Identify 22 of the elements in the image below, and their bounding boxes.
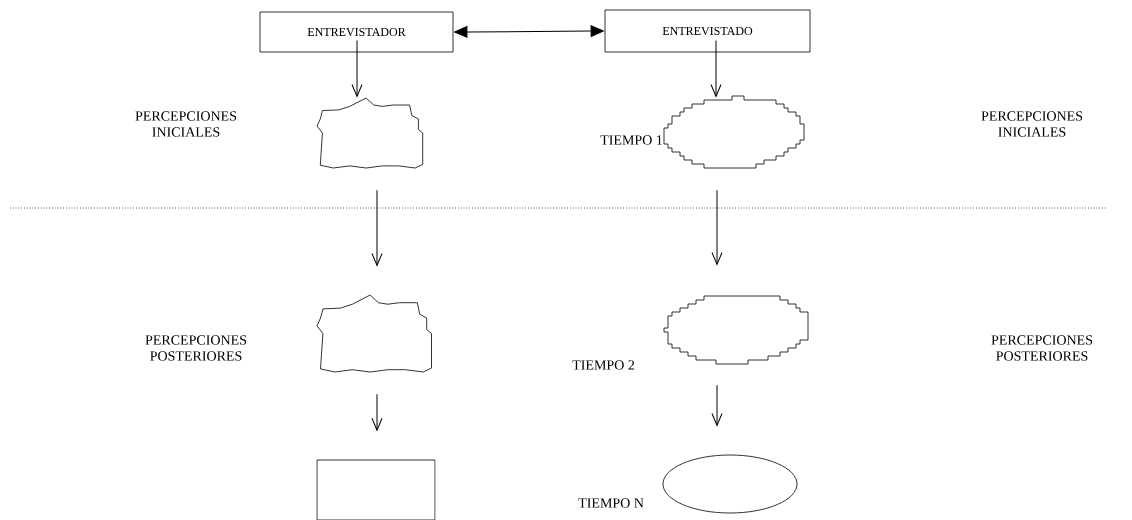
person-box: ENTREVISTADO	[604, 9, 811, 53]
arrow	[711, 384, 723, 426]
arrow	[711, 189, 723, 265]
time-label: TIEMPO 2	[572, 360, 635, 370]
perception-label: PERCEPCIONES INICIALES	[135, 111, 237, 137]
irregular-shape	[316, 294, 432, 373]
time-label: TIEMPO N	[578, 498, 644, 508]
cloud-shape	[663, 95, 805, 169]
arrow	[454, 25, 604, 38]
irregular-shape	[316, 97, 424, 169]
perception-label: PERCEPCIONES POSTERIORES	[991, 335, 1093, 361]
ellipse	[662, 454, 798, 514]
arrow	[351, 39, 363, 97]
person-box: ENTREVISTADOR	[259, 11, 454, 53]
arrow	[371, 189, 383, 266]
perception-label: PERCEPCIONES POSTERIORES	[145, 335, 247, 361]
cloud-shape	[663, 295, 809, 365]
box	[316, 459, 436, 520]
perception-label: PERCEPCIONES INICIALES	[981, 111, 1083, 137]
arrow	[371, 393, 383, 431]
time-label: TIEMPO 1	[600, 135, 662, 145]
arrow	[710, 39, 722, 97]
